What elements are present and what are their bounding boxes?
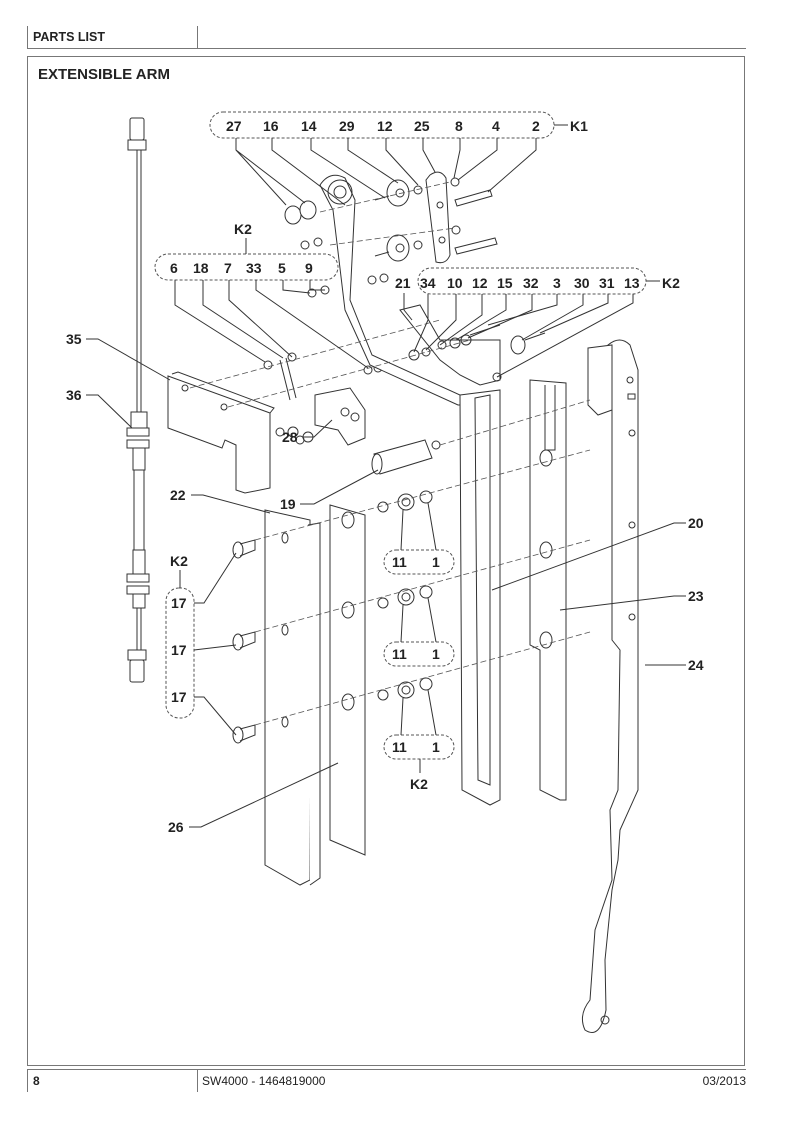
drawing-frame: EXTENSIBLE ARM — [27, 56, 745, 1066]
callout-20: 20 — [688, 515, 704, 531]
callout-30: 30 — [574, 275, 590, 291]
single-callouts: 35 36 28 19 22 20 23 24 26 — [66, 331, 704, 835]
callout-13: 13 — [624, 275, 640, 291]
bearing-group-3-outline — [383, 734, 455, 760]
callout-10: 10 — [447, 275, 463, 291]
assembly-lines — [189, 181, 591, 726]
k1-callouts: 27 16 14 29 12 25 8 4 2 K1 — [226, 118, 588, 134]
cover-plate — [167, 371, 275, 494]
spring-and-nuts — [263, 352, 383, 445]
callout-11-row3: 11 — [392, 739, 407, 755]
bearing-group-1-outline — [383, 549, 455, 575]
callout-14: 14 — [301, 118, 317, 134]
leader-lines — [86, 124, 686, 828]
callout-18: 18 — [193, 260, 209, 276]
callout-1-row3: 1 — [432, 739, 440, 755]
page-title: EXTENSIBLE ARM — [38, 66, 170, 83]
callout-23: 23 — [688, 588, 704, 604]
callout-17-bottom: 17 — [171, 689, 187, 705]
long-arm — [581, 339, 639, 1033]
section-title: PARTS LIST — [33, 30, 105, 44]
callout-29: 29 — [339, 118, 355, 134]
kit-label-k2-17: K2 — [170, 553, 188, 569]
screws — [232, 539, 256, 744]
callout-16: 16 — [263, 118, 279, 134]
callout-1-row2: 1 — [432, 646, 440, 662]
callout-17-mid: 17 — [171, 642, 187, 658]
callout-7: 7 — [224, 260, 232, 276]
callout-31: 31 — [599, 275, 615, 291]
document-date: 03/2013 — [702, 1074, 746, 1088]
callout-1-row1: 1 — [432, 554, 440, 570]
bracket — [314, 387, 366, 446]
callout-27: 27 — [226, 118, 242, 134]
callout-11-row2: 11 — [392, 646, 407, 662]
guide-strips — [264, 504, 366, 886]
callout-11-row1: 11 — [392, 554, 407, 570]
bearings — [377, 490, 433, 701]
k2-group-left-outline — [154, 253, 339, 281]
damper-cylinder — [371, 439, 441, 475]
callout-6: 6 — [170, 260, 178, 276]
header-divider — [197, 26, 198, 48]
callout-34: 34 — [420, 275, 436, 291]
page-header: PARTS LIST — [27, 26, 746, 49]
document-id: SW4000 - 1464819000 — [202, 1074, 326, 1088]
k1-group-outline — [209, 111, 555, 139]
callout-32: 32 — [523, 275, 539, 291]
page-number: 8 — [33, 1074, 40, 1088]
kit-label-k2-left: K2 — [234, 221, 252, 237]
callout-17-top: 17 — [171, 595, 187, 611]
callout-28: 28 — [282, 429, 298, 445]
arm-link — [284, 174, 467, 406]
kit-label-k2-bearings: K2 — [410, 776, 428, 792]
callout-5: 5 — [278, 260, 286, 276]
callout-25: 25 — [414, 118, 430, 134]
callout-21: 21 — [395, 275, 411, 291]
callout-36: 36 — [66, 387, 82, 403]
footer-divider — [197, 1070, 198, 1092]
callout-15: 15 — [497, 275, 513, 291]
callout-12b: 12 — [472, 275, 488, 291]
callout-19: 19 — [280, 496, 296, 512]
k2-left-callouts: K2 6 18 7 33 5 9 — [170, 221, 313, 276]
callout-3: 3 — [553, 275, 561, 291]
callout-22: 22 — [170, 487, 186, 503]
callout-9: 9 — [305, 260, 313, 276]
callout-35: 35 — [66, 331, 82, 347]
cable-assembly — [126, 117, 150, 683]
callout-12: 12 — [377, 118, 393, 134]
hinge-block — [399, 304, 546, 386]
kit-label-k1: K1 — [570, 118, 588, 134]
rollers — [374, 171, 498, 264]
k2-17-callouts: K2 17 17 17 — [170, 553, 188, 705]
callout-33: 33 — [246, 260, 262, 276]
page-footer: 8 SW4000 - 1464819000 03/2013 — [27, 1069, 746, 1092]
callout-2: 2 — [532, 118, 540, 134]
callout-24: 24 — [688, 657, 704, 673]
callout-26: 26 — [168, 819, 184, 835]
callout-8: 8 — [455, 118, 463, 134]
slotted-plate — [529, 379, 567, 801]
bearing-callouts: 11 1 11 1 11 1 K2 — [392, 554, 440, 792]
kit-label-k2-right: K2 — [662, 275, 680, 291]
callout-4: 4 — [492, 118, 500, 134]
inner-slide — [459, 389, 501, 806]
bearing-group-2-outline — [383, 641, 455, 667]
k2-right-callouts: 21 34 10 12 15 32 3 30 31 13 K2 — [395, 275, 680, 291]
